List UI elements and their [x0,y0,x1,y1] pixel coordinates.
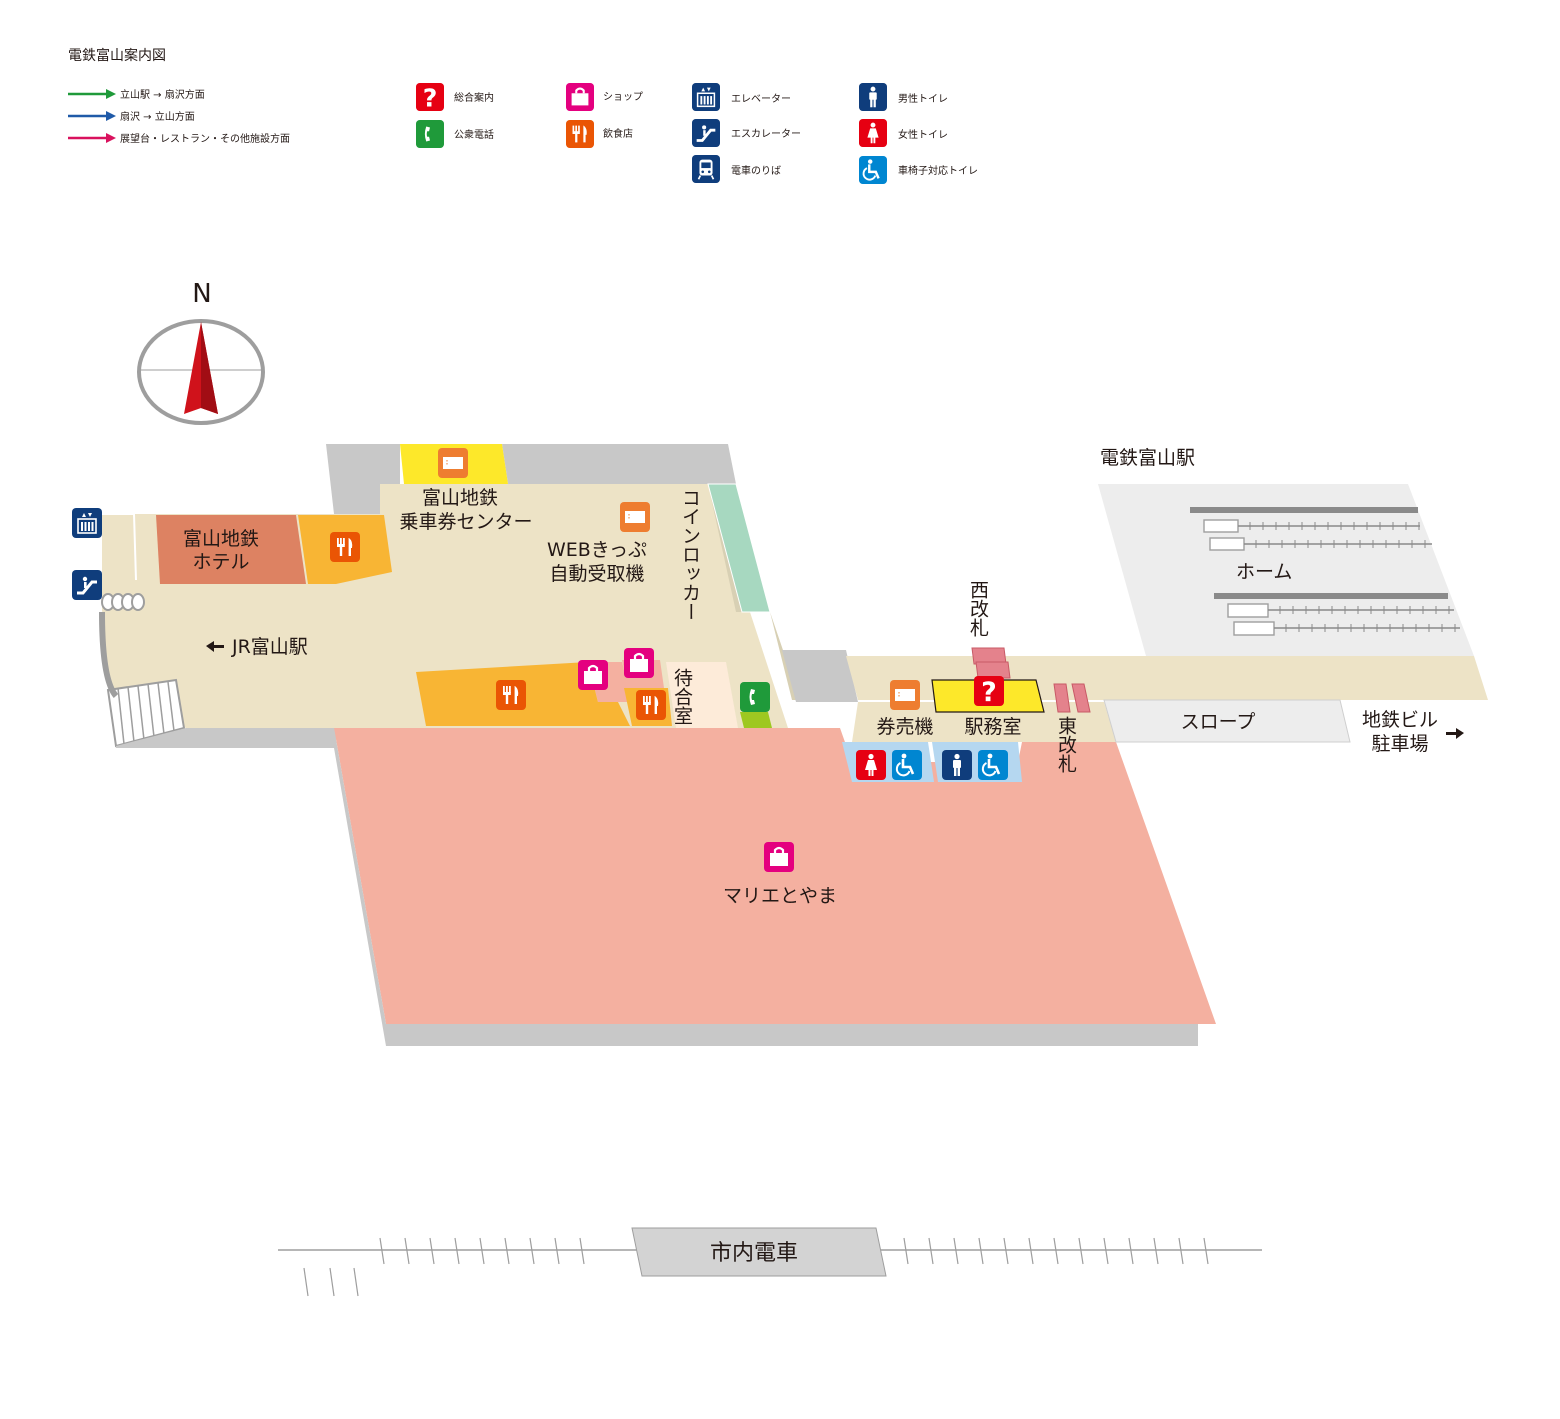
route-label: 立山駅 → 扇沢方面 [120,88,205,101]
web-ticket-machine-icon[interactable] [620,502,650,532]
arrow-icon [106,133,116,143]
elevator-icon[interactable] [72,508,102,538]
web-ticket-label: WEBきっぷ [547,539,647,561]
arrow-left-icon [206,641,224,652]
mens-toilet-icon[interactable] [942,750,972,780]
wheelchair-toilet-icon[interactable] [892,750,922,780]
city-tram-label: 市内電車 [710,1241,798,1266]
legend-label: 男性トイレ [898,92,948,105]
ticket-machine-label: 券売機 [876,716,933,738]
arrow-right-icon [1446,728,1464,739]
building-structure [782,650,858,702]
legend-label: 女性トイレ [898,128,948,141]
elevator-icon [692,83,720,111]
ticket-center-label: 乗車券センター [399,511,532,533]
compass: N [137,279,265,425]
building-structure [334,728,386,1046]
jr-station-direction[interactable]: JR富山駅 [206,636,308,658]
city-tram-stop[interactable] [631,1227,887,1277]
compass-north-label: N [192,279,211,309]
shop-icon [566,83,594,111]
escalator-icon[interactable] [72,570,102,600]
track-ties [1249,522,1456,632]
marie-toyama-label: マリエとやま [723,885,837,907]
parking-label: 駐車場 [1371,733,1428,755]
station-office-label: 駅務室 [964,716,1021,738]
restaurant-icon[interactable] [636,690,666,720]
restaurant-icon [566,120,594,148]
platform-label: ホーム [1236,561,1292,583]
west-gate [971,647,1011,679]
ticket-center-icon[interactable] [438,448,468,478]
legend-label: エスカレーター [731,128,801,140]
legend-label: エレベーター [731,93,791,105]
building-structure [502,444,736,484]
marie-toyama-area [334,728,1216,1024]
wheelchair-toilet-icon[interactable] [978,750,1008,780]
public-phone-icon [416,120,444,148]
arrow-icon [106,89,116,99]
legend-label: 飲食店 [603,127,633,140]
tram-track-ticks [303,1237,1209,1297]
shop-icon[interactable] [624,648,654,678]
route-label: 展望台・レストラン・その他施設方面 [120,132,290,145]
public-phone-icon[interactable] [740,682,770,712]
mens-toilet-icon [859,83,887,111]
restaurant-icon[interactable] [330,532,360,562]
legend-label: 総合案内 [454,91,494,104]
building-structure [386,1024,1198,1046]
hotel-label: ホテル [192,551,249,573]
station-label: 電鉄富山駅 [1100,447,1195,469]
legend-label: 電車のりば [731,164,781,177]
building-structure [116,728,336,748]
map-title: 電鉄富山案内図 [68,47,166,64]
parking-direction[interactable]: 地鉄ビル 駐車場 [1362,709,1464,755]
route-legend: 立山駅 → 扇沢方面 扇沢 → 立山方面 展望台・レストラン・その他施設方面 [68,88,290,145]
ticket-machine-icon[interactable] [890,680,920,710]
legend-label: 公衆電話 [454,128,494,141]
shop-icon[interactable] [764,842,794,872]
information-icon [416,83,444,111]
arrow-icon [106,111,116,121]
waiting-room-label: 待合室 [671,668,693,725]
wheelchair-toilet-icon [859,156,887,184]
route-label: 扇沢 → 立山方面 [120,110,195,123]
shop-icon[interactable] [578,660,608,690]
hotel-label: 富山地鉄 [183,528,259,550]
legend-label: ショップ [603,91,643,103]
phone-booth-area [740,712,772,728]
coin-locker-area [707,483,771,613]
jr-station-label: JR富山駅 [231,636,308,658]
coin-locker-label: コインロッカー [679,488,701,621]
slope-label: スロープ [1181,711,1256,733]
legend-label: 車椅子対応トイレ [898,164,978,177]
train-platform-icon [692,155,720,183]
corridor-area [852,702,1116,742]
slope-area [1103,699,1351,743]
east-gate-label: 東改札 [1055,716,1077,773]
staircase [99,611,186,748]
escalator-steps [101,593,145,611]
building-structure [326,444,400,514]
information-icon[interactable] [974,676,1004,708]
west-gate-label: 西改札 [967,580,989,637]
hotel-area [156,515,306,584]
web-ticket-label: 自動受取機 [549,563,644,585]
parking-label: 地鉄ビル [1362,709,1438,731]
escalator-icon [692,119,720,147]
restaurant-icon[interactable] [496,680,526,710]
east-gate [1053,683,1091,713]
womens-toilet-icon [859,119,887,147]
womens-toilet-icon[interactable] [856,750,886,780]
city-tram: 市内電車 [278,1227,1262,1297]
ticket-center-label: 富山地鉄 [422,487,498,509]
waiting-room-area [666,662,738,728]
facility-legend: 総合案内 公衆電話 ショップ 飲食店 エレベーター エスカレーター 電車のりば … [416,83,978,184]
